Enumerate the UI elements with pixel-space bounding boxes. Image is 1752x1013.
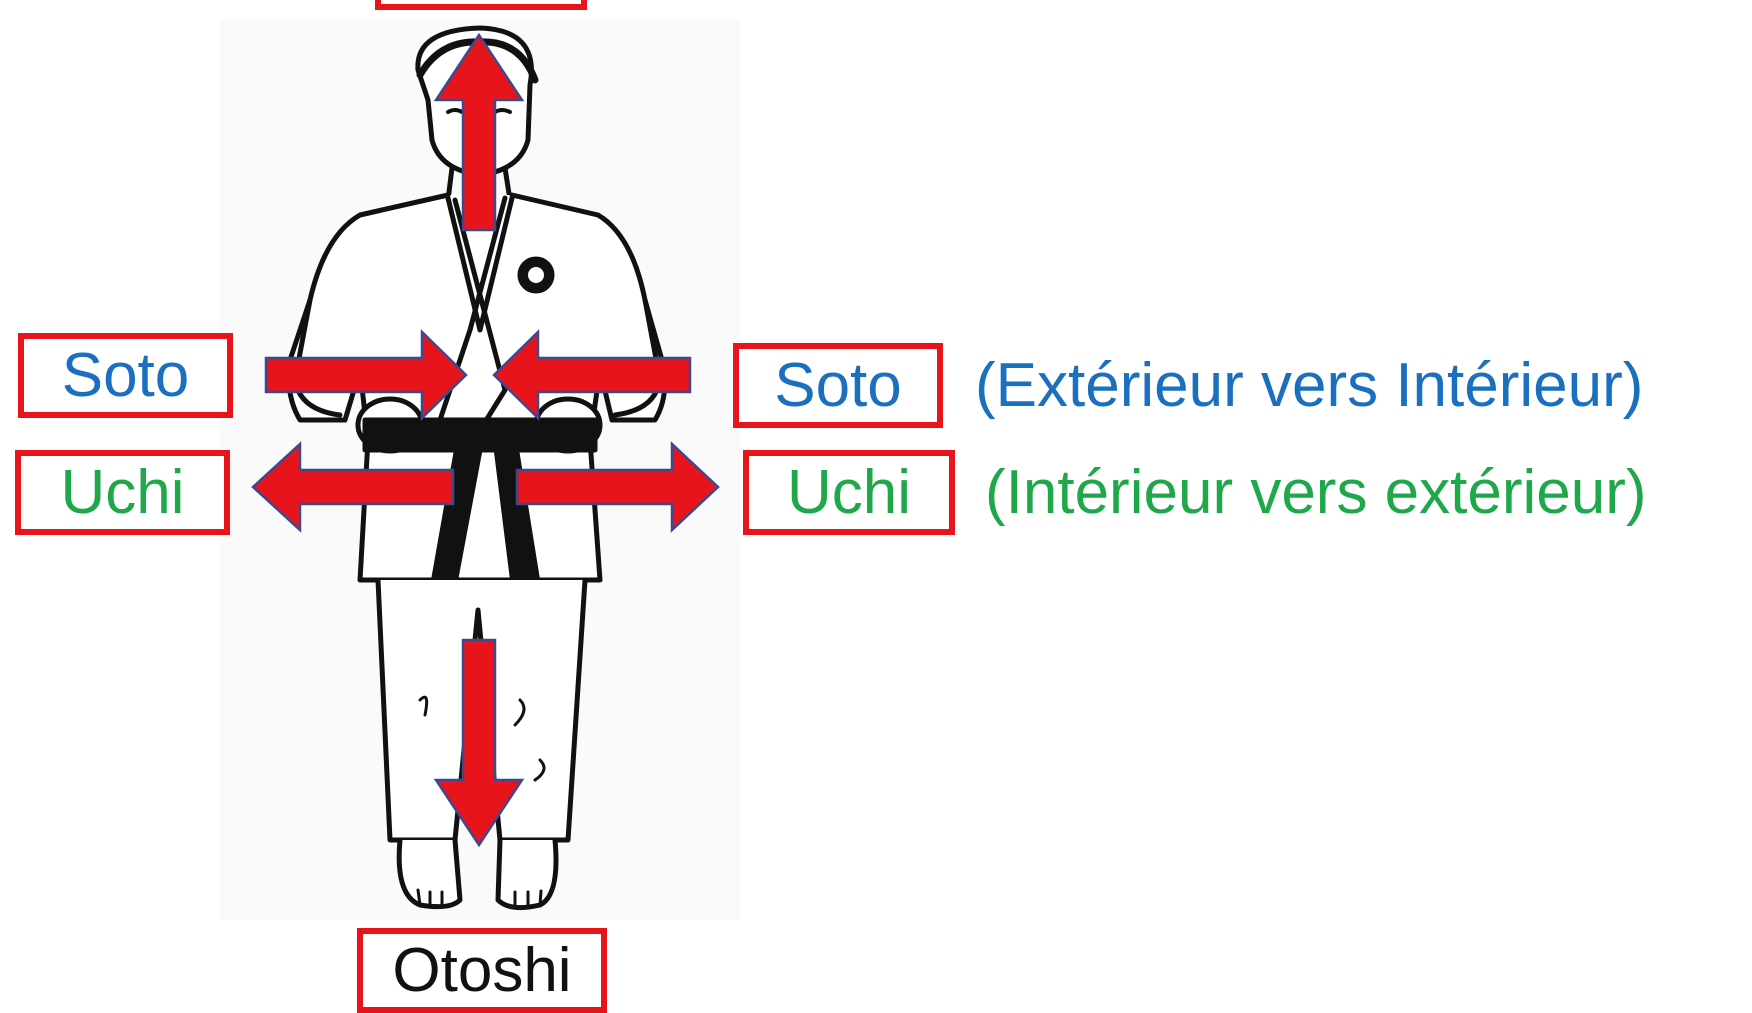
uchi-caption: (Intérieur vers extérieur) xyxy=(985,462,1647,524)
soto-caption: (Extérieur vers Intérieur) xyxy=(975,355,1643,417)
otoshi-label: Otoshi xyxy=(357,928,607,1013)
top-label xyxy=(375,0,587,10)
uchi-right-label: Uchi xyxy=(743,450,955,535)
uchi-left-label: Uchi xyxy=(15,450,230,535)
soto-left-label: Soto xyxy=(18,333,233,418)
soto-right-label: Soto xyxy=(733,343,943,428)
